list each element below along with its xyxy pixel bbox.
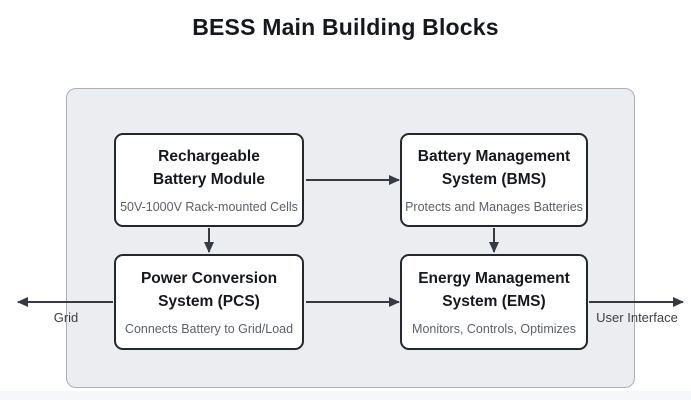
user-interface-label: User Interface xyxy=(596,310,678,325)
block-title-line: System (EMS) xyxy=(442,293,546,310)
block-title-line: Battery Management xyxy=(417,148,571,165)
block-energy-management-system: Energy Management System (EMS) Monitors,… xyxy=(400,254,588,350)
block-subtitle: Connects Battery to Grid/Load xyxy=(124,322,294,336)
block-title: Battery Management System (BMS) xyxy=(418,145,570,191)
block-subtitle: Monitors, Controls, Optimizes xyxy=(412,322,576,336)
block-title: Energy Management System (EMS) xyxy=(418,267,570,313)
block-title-line: Battery Module xyxy=(153,171,265,188)
block-title-line: Power Conversion xyxy=(140,270,278,287)
block-title-line: Rechargeable xyxy=(158,148,260,165)
block-battery-management-system: Battery Management System (BMS) Protects… xyxy=(400,133,588,227)
block-power-conversion-system: Power Conversion System (PCS) Connects B… xyxy=(114,254,304,350)
block-rechargeable-battery-module: Rechargeable Battery Module 50V-1000V Ra… xyxy=(114,133,304,227)
block-title-line: System (BMS) xyxy=(441,171,547,188)
block-title-line: System (PCS) xyxy=(158,293,260,310)
block-subtitle: Protects and Manages Batteries xyxy=(405,200,583,214)
block-title-line: Energy Management xyxy=(418,270,570,287)
page-title: BESS Main Building Blocks xyxy=(192,14,499,40)
block-title: Rechargeable Battery Module xyxy=(153,145,265,191)
bottom-strip xyxy=(0,391,691,400)
block-subtitle: 50V-1000V Rack-mounted Cells xyxy=(120,200,298,214)
grid-label: Grid xyxy=(53,310,79,325)
block-title: Power Conversion System (PCS) xyxy=(141,267,277,313)
